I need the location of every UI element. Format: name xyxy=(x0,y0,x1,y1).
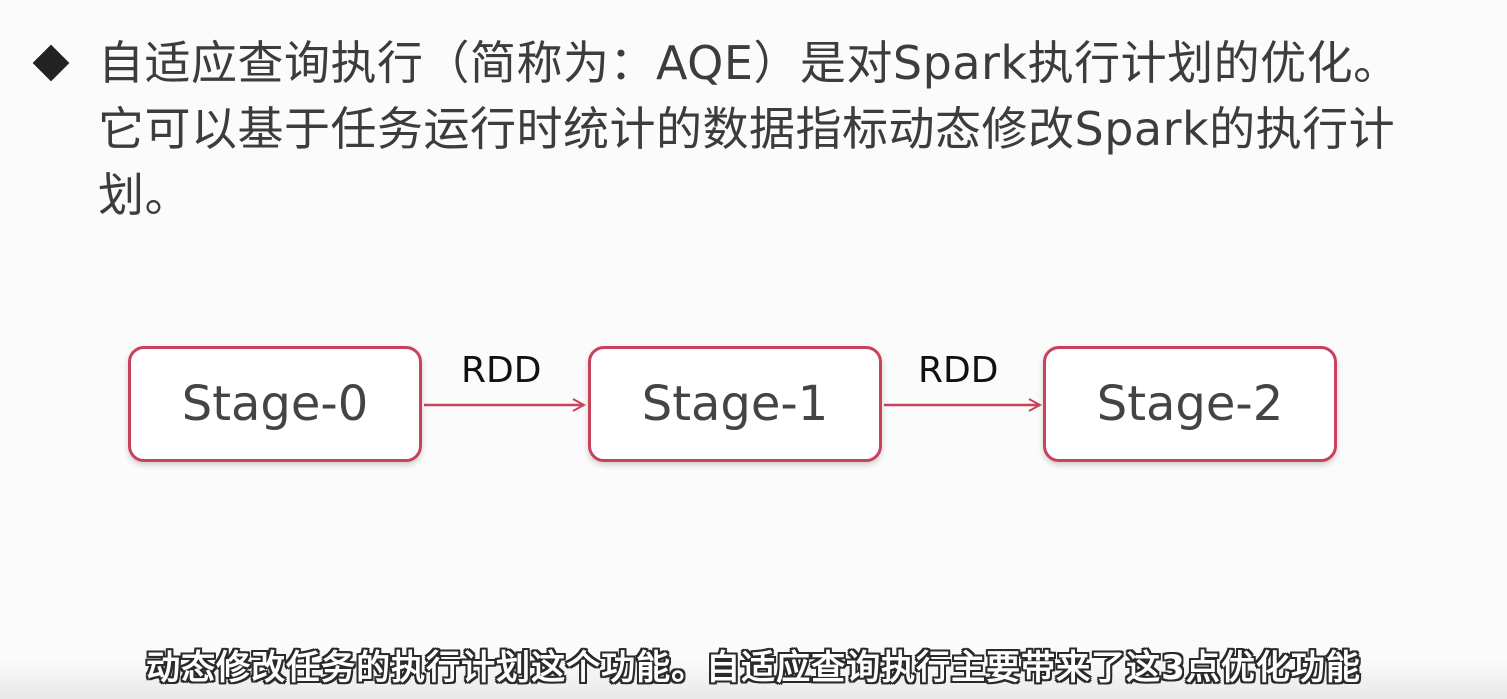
bottom-fade xyxy=(0,659,1507,699)
stage-0-label: Stage-0 xyxy=(181,376,369,432)
edge-label-rdd-1: RDD xyxy=(461,350,542,391)
diamond-bullet-icon xyxy=(32,44,70,82)
stage-1-box: Stage-1 xyxy=(588,346,882,462)
stage-0-box: Stage-0 xyxy=(128,346,422,462)
stage-2-box: Stage-2 xyxy=(1043,346,1337,462)
stage-2-label: Stage-2 xyxy=(1096,376,1284,432)
bullet-text: 自适应查询执行（简称为：AQE）是对Spark执行计划的优化。它可以基于任务运行… xyxy=(98,36,1400,222)
video-subtitle: 动态修改任务的执行计划这个功能。自适应查询执行主要带来了这3点优化功能 xyxy=(146,648,1361,688)
edge-label-rdd-2: RDD xyxy=(918,350,999,391)
stage-1-label: Stage-1 xyxy=(641,376,829,432)
